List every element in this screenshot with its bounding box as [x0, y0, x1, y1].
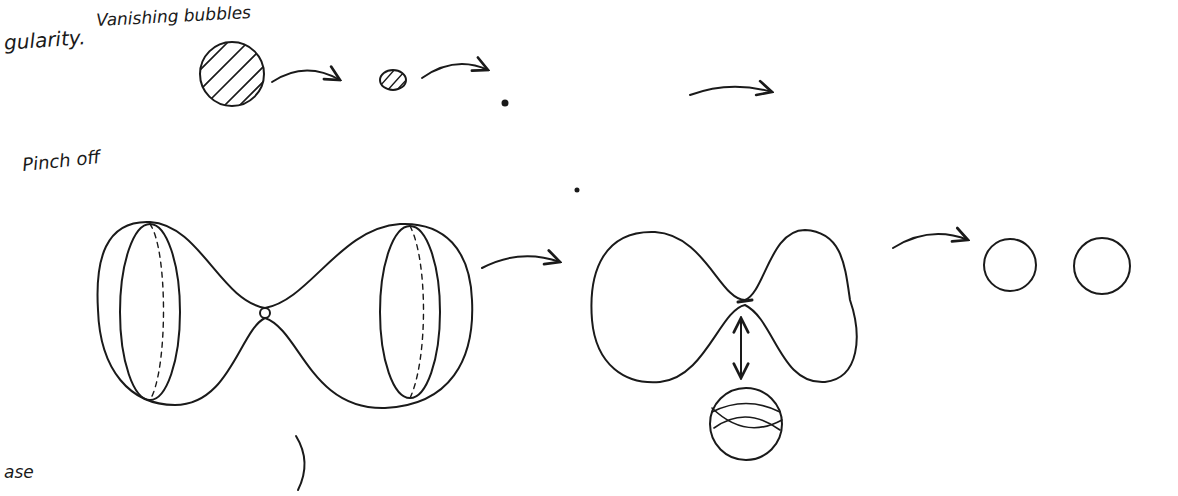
point	[503, 101, 508, 106]
dumbbell-outline	[98, 222, 473, 408]
neck-sphere	[710, 388, 782, 460]
handwritten-label: Pinch off	[21, 146, 101, 175]
vanishing-bubble-sequence	[185, 30, 772, 192]
dumbbell-outline	[591, 230, 856, 382]
arrow	[422, 64, 488, 78]
handwritten-label: Vanishing bubbles	[96, 2, 252, 30]
hatching	[185, 30, 280, 115]
pinch-off-profile	[591, 230, 1130, 460]
cross-section	[380, 226, 440, 398]
separated-bubble	[1074, 238, 1130, 294]
arrow	[893, 234, 968, 248]
double-arrow	[740, 318, 742, 378]
separated-bubble	[984, 239, 1036, 291]
dot	[576, 189, 579, 192]
bubble-large	[200, 42, 264, 106]
handwritten-label: ase	[4, 462, 34, 482]
neck	[260, 308, 270, 318]
pinch-off-surface	[98, 222, 560, 408]
handwritten-label: gularity.	[3, 25, 86, 55]
arrow	[482, 256, 560, 268]
arrow	[690, 87, 772, 95]
arrow	[272, 70, 340, 82]
bubble-small	[380, 70, 406, 90]
cross-section	[120, 224, 180, 400]
bracket	[296, 436, 305, 490]
